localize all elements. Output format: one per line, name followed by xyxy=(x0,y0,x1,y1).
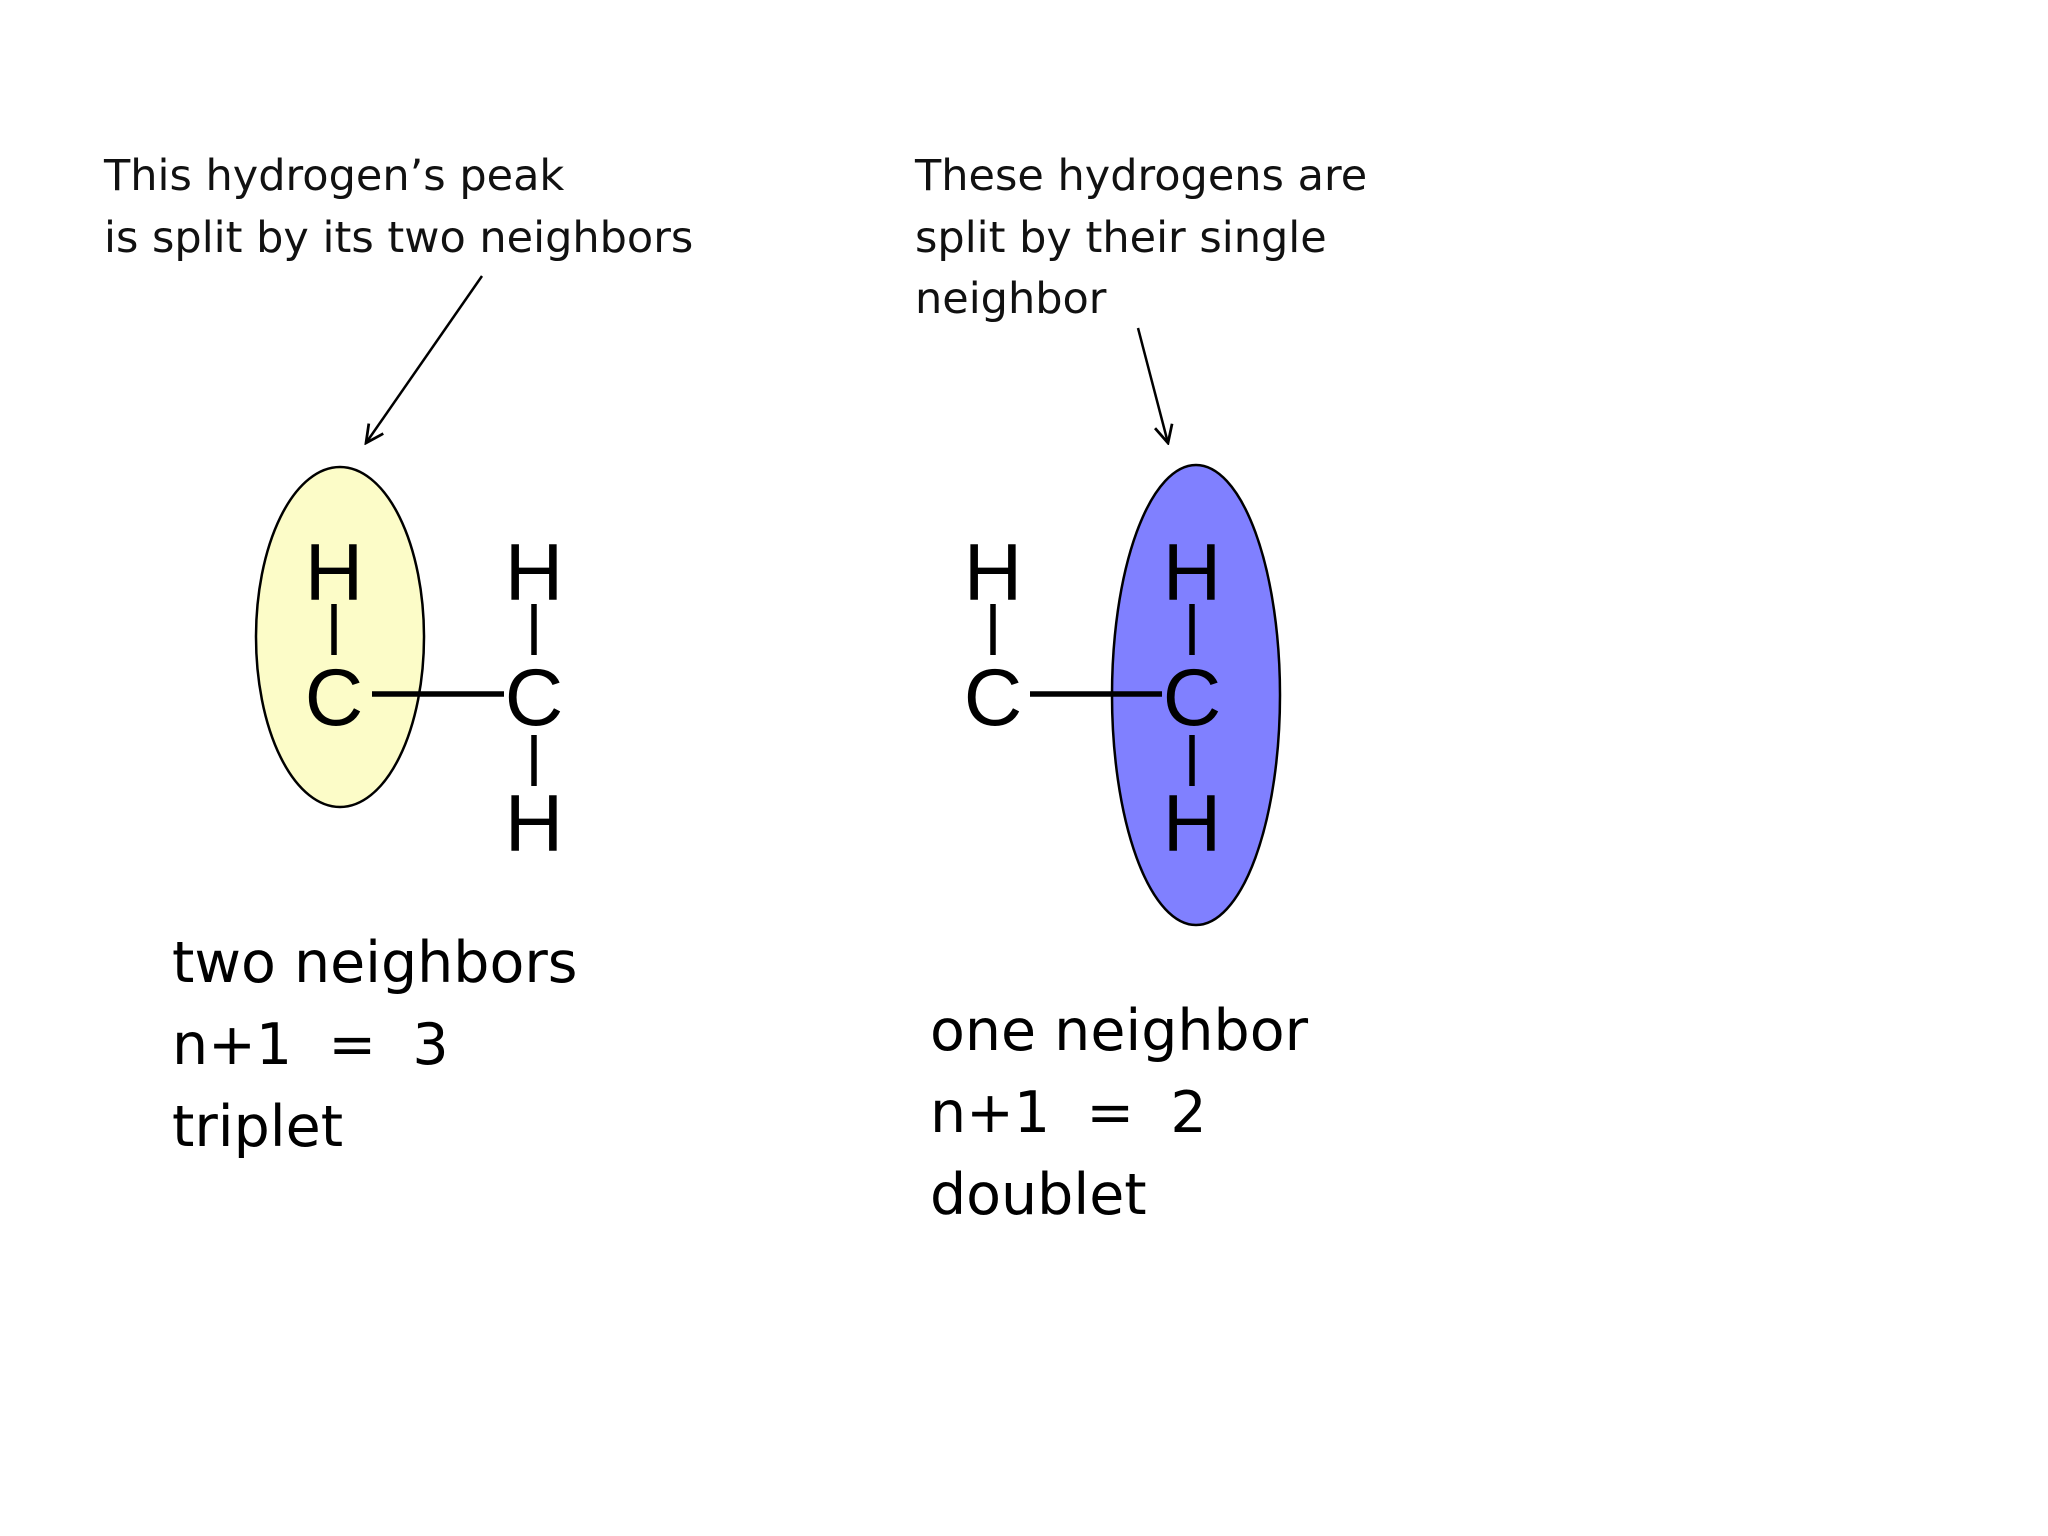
right-multiplicity-text: doublet xyxy=(930,1162,1147,1228)
left-highlight-ellipse xyxy=(254,465,426,809)
right-atom-h-top-left: H xyxy=(964,528,1023,618)
right-atom-c-left: C xyxy=(964,653,1023,743)
left-caption-line-1: This hydrogen’s peak xyxy=(103,151,564,201)
left-atom-h-top-right: H xyxy=(505,528,564,618)
left-atom-c-right: C xyxy=(505,653,564,743)
right-ethane-molecule: H C H C H xyxy=(964,528,1222,869)
right-caption: These hydrogens are split by their singl… xyxy=(914,151,1381,324)
right-arrow xyxy=(1136,327,1168,443)
right-caption-line-1: These hydrogens are xyxy=(914,151,1367,201)
right-panel: These hydrogens are split by their singl… xyxy=(914,151,1381,1228)
left-caption-line-2: is split by its two neighbors xyxy=(104,213,693,263)
left-atom-c-left: C xyxy=(305,653,364,743)
right-atom-h-top-right: H xyxy=(1163,528,1222,618)
left-multiplicity-text: triplet xyxy=(172,1094,343,1160)
left-atom-h-top-left: H xyxy=(305,528,364,618)
left-ethane-molecule: H C H C H xyxy=(305,528,564,869)
left-atom-h-bottom-right: H xyxy=(505,779,564,869)
left-caption: This hydrogen’s peak is split by its two… xyxy=(103,151,693,263)
right-atom-c-right: C xyxy=(1163,653,1222,743)
right-caption-line-3: neighbor xyxy=(915,274,1107,324)
right-neighbors-text: one neighbor xyxy=(930,998,1309,1064)
left-panel: This hydrogen’s peak is split by its two… xyxy=(103,151,693,1160)
right-atom-h-bottom-right: H xyxy=(1163,779,1222,869)
right-formula-text: n+1 = 2 xyxy=(930,1080,1207,1146)
left-arrow xyxy=(366,275,484,443)
right-caption-line-2: split by their single xyxy=(915,213,1327,263)
left-neighbors-text: two neighbors xyxy=(172,930,578,996)
left-formula-text: n+1 = 3 xyxy=(172,1012,449,1078)
